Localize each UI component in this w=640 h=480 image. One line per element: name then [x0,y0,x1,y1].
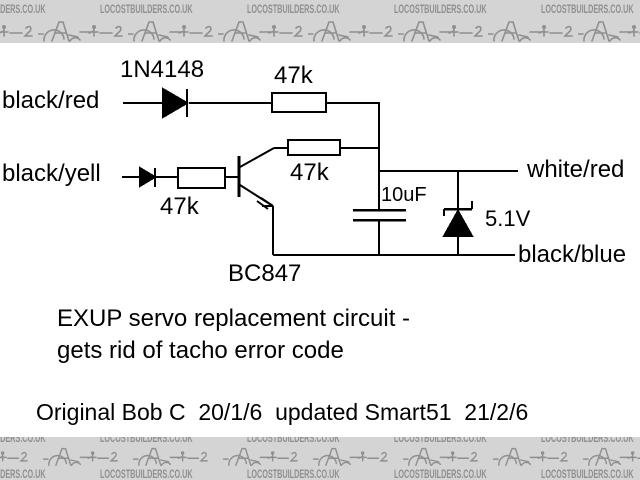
watermark-text: LOCOSTBUILDERS.CO.UK [246,469,340,480]
watermark-text: LOCOSTBUILDERS.CO.UK [540,437,634,445]
locost-car-sketch-icon [308,21,393,42]
locost-car-sketch-icon [578,21,640,42]
locost-car-sketch-icon [492,447,568,466]
watermark-text: LOCOSTBUILDERS.CO.UK [246,437,340,445]
caption-line2: gets rid of tacho error code [57,337,344,364]
resistor3-value-label: 47k [160,193,199,220]
diode2-symbol [139,166,157,188]
input-black-red-label: black/red [2,87,100,114]
resistor1-symbol [271,92,327,113]
watermark-car-row [0,446,640,467]
locost-car-sketch-icon [38,21,123,42]
resistor1-value-label: 47k [274,62,313,89]
input-black-yell-label: black/yell [2,160,101,187]
watermark-text: LOCOSTBUILDERS.CO.UK [99,4,193,16]
watermark-text: LOCOSTBUILDERS.CO.UK [0,4,46,16]
watermark-text: LOCOSTBUILDERS.CO.UK [0,469,46,480]
diode1-part-label: 1N4148 [120,56,205,83]
locost-car-sketch-icon [398,21,483,42]
credit-line: Original Bob C 20/1/6 updated Smart51 21… [36,399,529,425]
watermark-text: LOCOSTBUILDERS.CO.UK [393,469,487,480]
watermark-banner-top: LOCOSTBUILDERS.CO.UK LOCOSTBUILDERS.CO.UK… [0,0,640,43]
watermark-banner-bottom: LOCOSTBUILDERS.CO.UK LOCOSTBUILDERS.CO.UK… [0,437,640,480]
watermark-text: LOCOSTBUILDERS.CO.UK [0,437,46,445]
watermark-text: LOCOSTBUILDERS.CO.UK [246,4,340,16]
capacitor-value-label: 10uF [381,184,427,206]
locost-car-sketch-icon [42,447,118,466]
locost-car-sketch-icon [132,447,208,466]
locost-car-sketch-icon [582,447,640,466]
npn-transistor-symbol [237,147,275,255]
output-white-red-label: white/red [527,156,625,183]
watermark-text: LOCOSTBUILDERS.CO.UK [540,469,634,480]
locost-car-sketch-icon [0,25,33,37]
resistor2-symbol [287,139,341,156]
output-black-blue-label: black/blue [518,241,627,268]
watermark-text: LOCOSTBUILDERS.CO.UK [540,4,634,16]
diode-1n4148-symbol [162,87,189,119]
locost-car-sketch-icon [312,447,388,466]
watermark-text-row: LOCOSTBUILDERS.CO.UK LOCOSTBUILDERS.CO.UK… [0,467,640,480]
locost-car-sketch-icon [222,447,298,466]
caption-line1: EXUP servo replacement circuit - [57,305,411,332]
locost-car-sketch-icon [0,451,28,462]
watermark-text: LOCOSTBUILDERS.CO.UK [393,4,487,16]
resistor2-value-label: 47k [290,159,329,186]
watermark-text-row: LOCOSTBUILDERS.CO.UK LOCOSTBUILDERS.CO.UK… [0,2,640,16]
locost-car-sketch-icon [218,21,303,42]
transistor-part-label: BC847 [228,260,302,287]
zener-value-label: 5.1V [485,206,531,231]
capacitor-symbol [353,208,406,222]
locost-car-sketch-icon [128,21,213,42]
watermark-text: LOCOSTBUILDERS.CO.UK [99,469,193,480]
locost-car-sketch-icon [402,447,478,466]
resistor3-symbol [177,167,226,189]
locost-car-sketch-icon [488,21,573,42]
watermark-car-row [0,19,640,43]
watermark-text: LOCOSTBUILDERS.CO.UK [393,437,487,445]
watermark-text: LOCOSTBUILDERS.CO.UK [99,437,193,445]
watermark-text-row: LOCOSTBUILDERS.CO.UK LOCOSTBUILDERS.CO.UK… [0,437,640,445]
zener-diode-symbol [442,171,474,256]
